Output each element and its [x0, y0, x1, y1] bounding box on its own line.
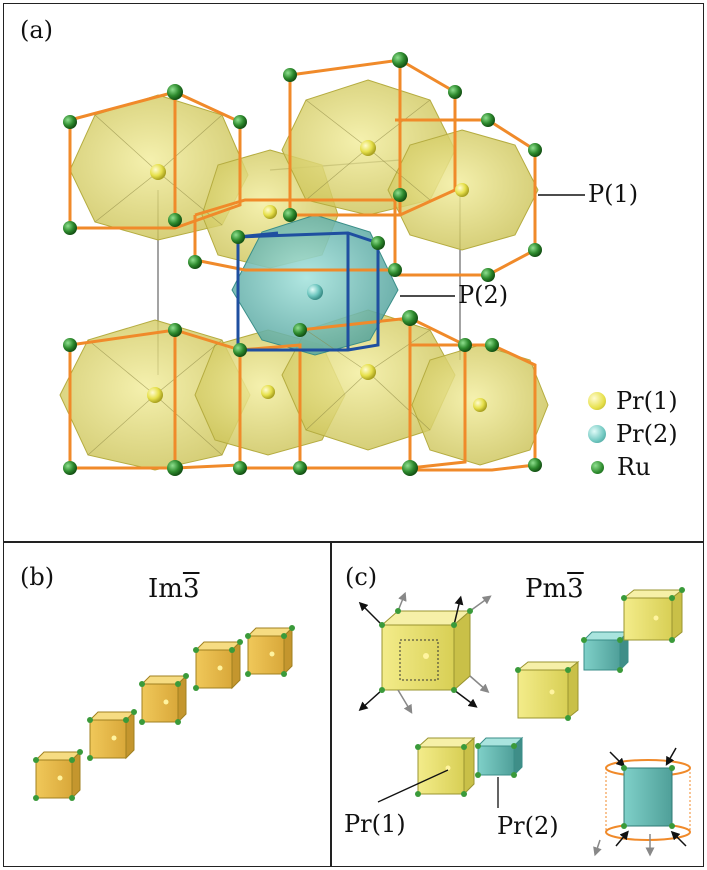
ru-atoms: [63, 52, 542, 476]
legend-label-pr1: Pr(1): [616, 387, 678, 415]
legend-item-pr1: Pr(1): [588, 387, 678, 415]
panel-a-label: (a): [20, 16, 54, 44]
pr1-cube-middle: [516, 660, 580, 720]
panel-divider-horizontal: [3, 541, 704, 543]
panel-c-ru-atoms: [379, 587, 685, 829]
legend-item-pr2: Pr(2): [588, 420, 678, 448]
pr1-atoms: [147, 140, 487, 412]
pr1-distortion-cube: [358, 591, 492, 714]
panel-b-title-main: Im: [148, 574, 183, 604]
polyhedra-spokes: [87, 99, 431, 456]
panel-c-pr1-label: Pr(1): [344, 810, 406, 838]
ru-swatch-icon: [591, 460, 604, 474]
panel-b-label: (b): [20, 563, 55, 591]
pr2-swatch-icon: [588, 425, 606, 443]
legend-item-ru: Ru: [591, 453, 651, 481]
pr1-cube-top: [622, 588, 684, 642]
panel-divider-vertical: [330, 541, 332, 867]
panel-b-ru-atoms: [33, 625, 295, 801]
pr2-distortion-cube: [593, 747, 691, 857]
panel-b-title-bar: 3: [182, 574, 200, 604]
pr1-swatch-icon: [588, 392, 606, 410]
panel-c-title-bar: 3: [567, 574, 584, 604]
panel-c-label: (c): [345, 563, 378, 591]
legend-label-ru: Ru: [617, 453, 651, 481]
figure-frame: [3, 3, 704, 867]
panel-b-space-group: Im3: [148, 574, 199, 604]
panel-c-space-group: Pm3: [525, 574, 584, 604]
legend-label-pr2: Pr(2): [616, 420, 678, 448]
p2-label: P(2): [458, 281, 509, 309]
panel-c-title-main: Pm: [525, 574, 568, 604]
panel-c-pr2-label: Pr(2): [497, 812, 559, 840]
gold-cubes: [34, 626, 294, 800]
pr1-cube-bottom: [416, 736, 476, 796]
pr2-atom: [307, 284, 323, 300]
pr1-pointer-line: [377, 769, 449, 803]
panel-a-crystal-structure: [59, 52, 585, 476]
p1-label: P(1): [588, 180, 639, 208]
